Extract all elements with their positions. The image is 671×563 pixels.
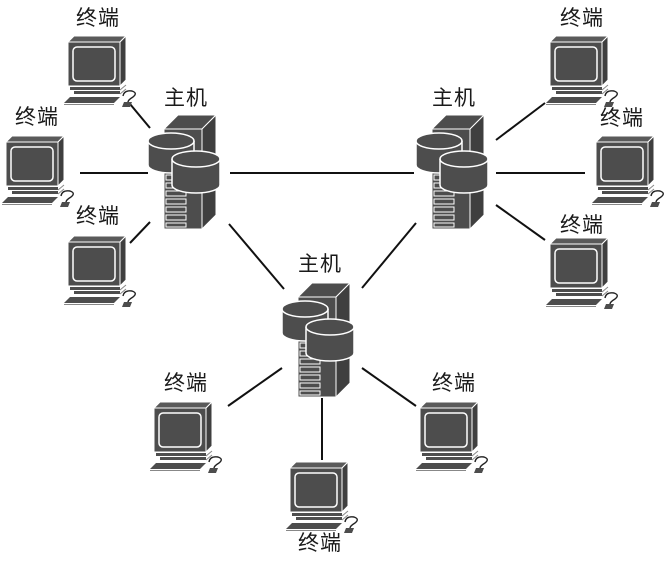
terminal-label-left-top: 终端 xyxy=(76,6,120,30)
terminal-label-right-mid: 终端 xyxy=(600,106,644,130)
server-icon xyxy=(281,282,355,398)
computer-terminal-icon xyxy=(63,35,137,108)
link-host-bottom-t-bottom-left xyxy=(227,367,283,407)
link-host-left-t-left-bottom xyxy=(129,221,151,244)
terminal-label-left-bottom: 终端 xyxy=(76,204,120,228)
server-icon xyxy=(147,114,221,230)
terminal-label-bottom-mid: 终端 xyxy=(298,531,342,555)
terminal-label-right-bottom: 终端 xyxy=(560,213,604,237)
host-label-right: 主机 xyxy=(432,86,476,110)
computer-terminal-icon xyxy=(63,235,137,308)
server-icon xyxy=(415,114,489,230)
terminal-label-bottom-right: 终端 xyxy=(432,371,476,395)
link-host-left-t-left-top xyxy=(129,103,151,129)
terminal-label-right-top: 终端 xyxy=(560,6,604,30)
host-label-bottom: 主机 xyxy=(298,252,342,276)
link-host-bottom-t-bottom-right xyxy=(361,367,417,407)
terminal-label-left-mid: 终端 xyxy=(15,105,59,129)
computer-terminal-icon xyxy=(149,401,223,474)
computer-terminal-icon xyxy=(1,135,75,208)
link-host-right-t-right-bottom xyxy=(495,204,546,241)
terminal-label-bottom-left: 终端 xyxy=(164,371,208,395)
computer-terminal-icon xyxy=(545,35,619,108)
link-host-left-host-bottom xyxy=(228,223,285,290)
host-label-left: 主机 xyxy=(164,86,208,110)
link-host-right-t-right-top xyxy=(495,102,546,141)
computer-terminal-icon xyxy=(545,237,619,310)
computer-terminal-icon xyxy=(285,461,359,534)
link-host-right-host-bottom xyxy=(361,222,417,289)
computer-terminal-icon xyxy=(591,135,665,208)
computer-terminal-icon xyxy=(415,401,489,474)
